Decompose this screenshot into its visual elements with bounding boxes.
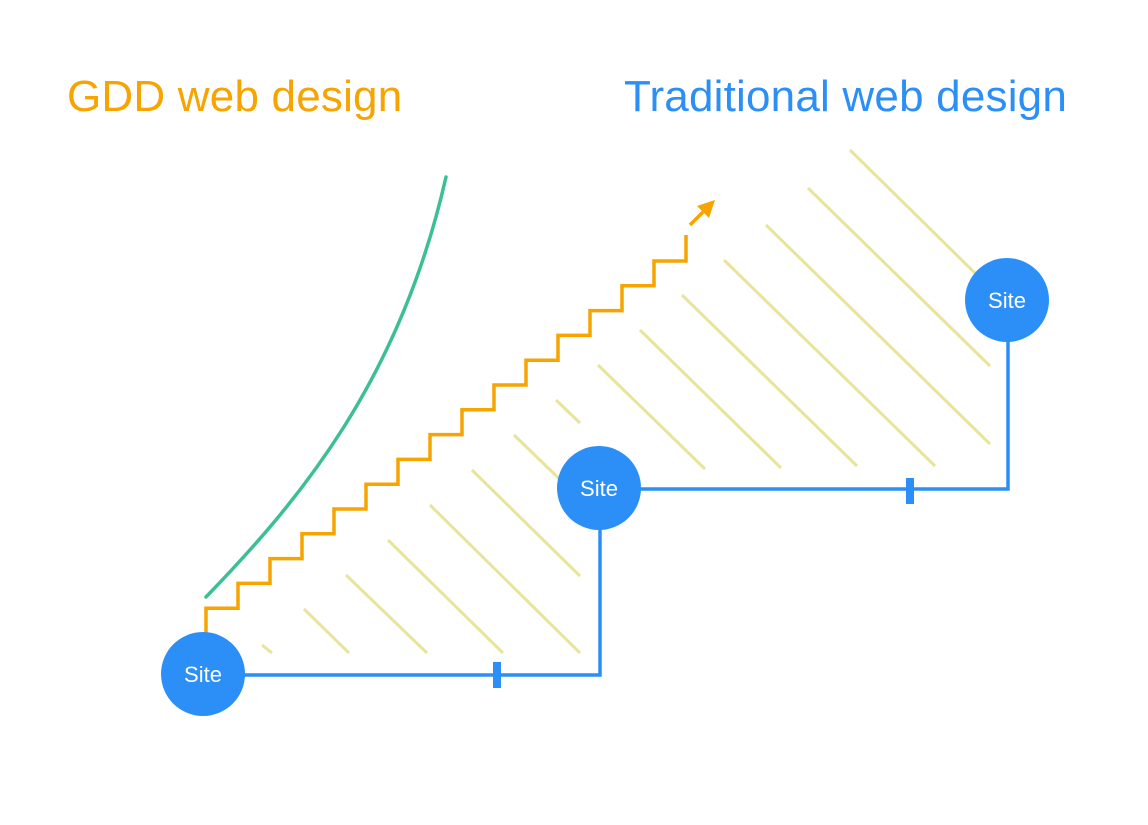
hatch-line bbox=[806, 186, 992, 368]
hatch-line bbox=[764, 223, 992, 446]
site-node[interactable]: Site bbox=[965, 258, 1049, 342]
gdd-arrow-shaft bbox=[688, 210, 705, 227]
milestone-marker bbox=[906, 478, 914, 504]
hatch-line bbox=[470, 468, 582, 578]
gdd-arrow-head-icon bbox=[697, 200, 715, 218]
gdd-staircase-path bbox=[204, 235, 688, 633]
hatch-line bbox=[261, 643, 273, 655]
site-node[interactable]: Site bbox=[161, 632, 245, 716]
site-node-label: Site bbox=[988, 288, 1026, 313]
hatch-line bbox=[638, 328, 783, 470]
hatch-line bbox=[848, 148, 982, 280]
hatch-area bbox=[261, 148, 992, 655]
ideal-growth-curve bbox=[204, 175, 448, 599]
milestone-marker bbox=[493, 662, 501, 688]
hatch-line bbox=[344, 573, 429, 655]
traditional-title: Traditional web design bbox=[624, 72, 1068, 121]
hatch-line bbox=[386, 538, 505, 655]
site-node[interactable]: Site bbox=[557, 446, 641, 530]
site-node-label: Site bbox=[184, 662, 222, 687]
hatch-line bbox=[680, 293, 859, 468]
traditional-path-step-2 bbox=[640, 340, 1010, 491]
hatch-line bbox=[554, 398, 582, 425]
hatch-line bbox=[722, 258, 937, 468]
hatch-line bbox=[596, 363, 707, 471]
traditional-path-step-1 bbox=[244, 525, 602, 677]
site-node-label: Site bbox=[580, 476, 618, 501]
hatch-line bbox=[302, 607, 351, 655]
hatch-line bbox=[428, 503, 582, 655]
gdd-title: GDD web design bbox=[67, 72, 403, 121]
